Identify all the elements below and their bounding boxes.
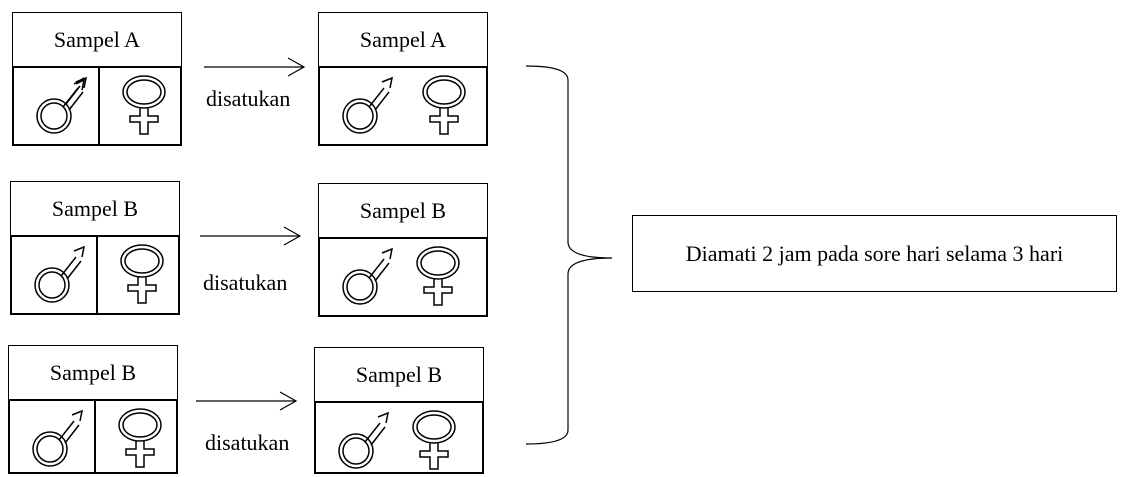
sample-title-combined-1: Sampel A: [318, 12, 488, 67]
right-curly-brace: [525, 65, 613, 445]
arrow-2: [200, 226, 302, 246]
sample-box-separate-2: Sampel B: [10, 181, 180, 315]
sample-box-combined-1: Sampel A: [318, 12, 488, 146]
sample-title-combined-2: Sampel B: [318, 183, 488, 238]
action-label-3: disatukan: [205, 430, 290, 455]
sample-body-combined-1: [318, 66, 488, 146]
male-symbol-icon: [338, 411, 390, 469]
male-symbol-icon: [342, 247, 394, 305]
sample-box-combined-2: Sampel B: [318, 183, 488, 317]
action-label-2: disatukan: [203, 270, 288, 295]
sample-title-separate-3: Sampel B: [8, 345, 178, 400]
sample-title-separate-2: Sampel B: [10, 181, 180, 236]
male-symbol-icon: [342, 76, 394, 134]
female-symbol-icon: [422, 75, 466, 135]
male-symbol-icon: [32, 409, 84, 467]
observation-box: Diamati 2 jam pada sore hari selama 3 ha…: [632, 215, 1117, 292]
female-symbol-icon: [122, 75, 166, 135]
sample-box-combined-3: Sampel B: [314, 347, 484, 474]
female-symbol-icon: [416, 246, 460, 306]
sample-body-separate-3: [8, 399, 178, 474]
sample-title-combined-3: Sampel B: [314, 347, 484, 402]
sample-box-separate-1: Sampel A: [12, 12, 182, 146]
sample-title-separate-1: Sampel A: [12, 12, 182, 67]
sample-body-combined-2: [318, 237, 488, 317]
sample-body-separate-1: [12, 66, 182, 146]
female-symbol-icon: [118, 408, 162, 468]
male-symbol-icon: [34, 245, 86, 303]
action-label-1: disatukan: [206, 86, 291, 111]
female-symbol-icon: [120, 244, 164, 304]
arrow-1: [204, 57, 306, 77]
sample-body-combined-3: [314, 401, 484, 474]
sample-box-separate-3: Sampel B: [8, 345, 178, 474]
arrow-3: [196, 391, 298, 411]
female-symbol-icon: [412, 410, 456, 470]
male-symbol-icon: [36, 76, 88, 134]
sample-body-separate-2: [10, 235, 180, 315]
